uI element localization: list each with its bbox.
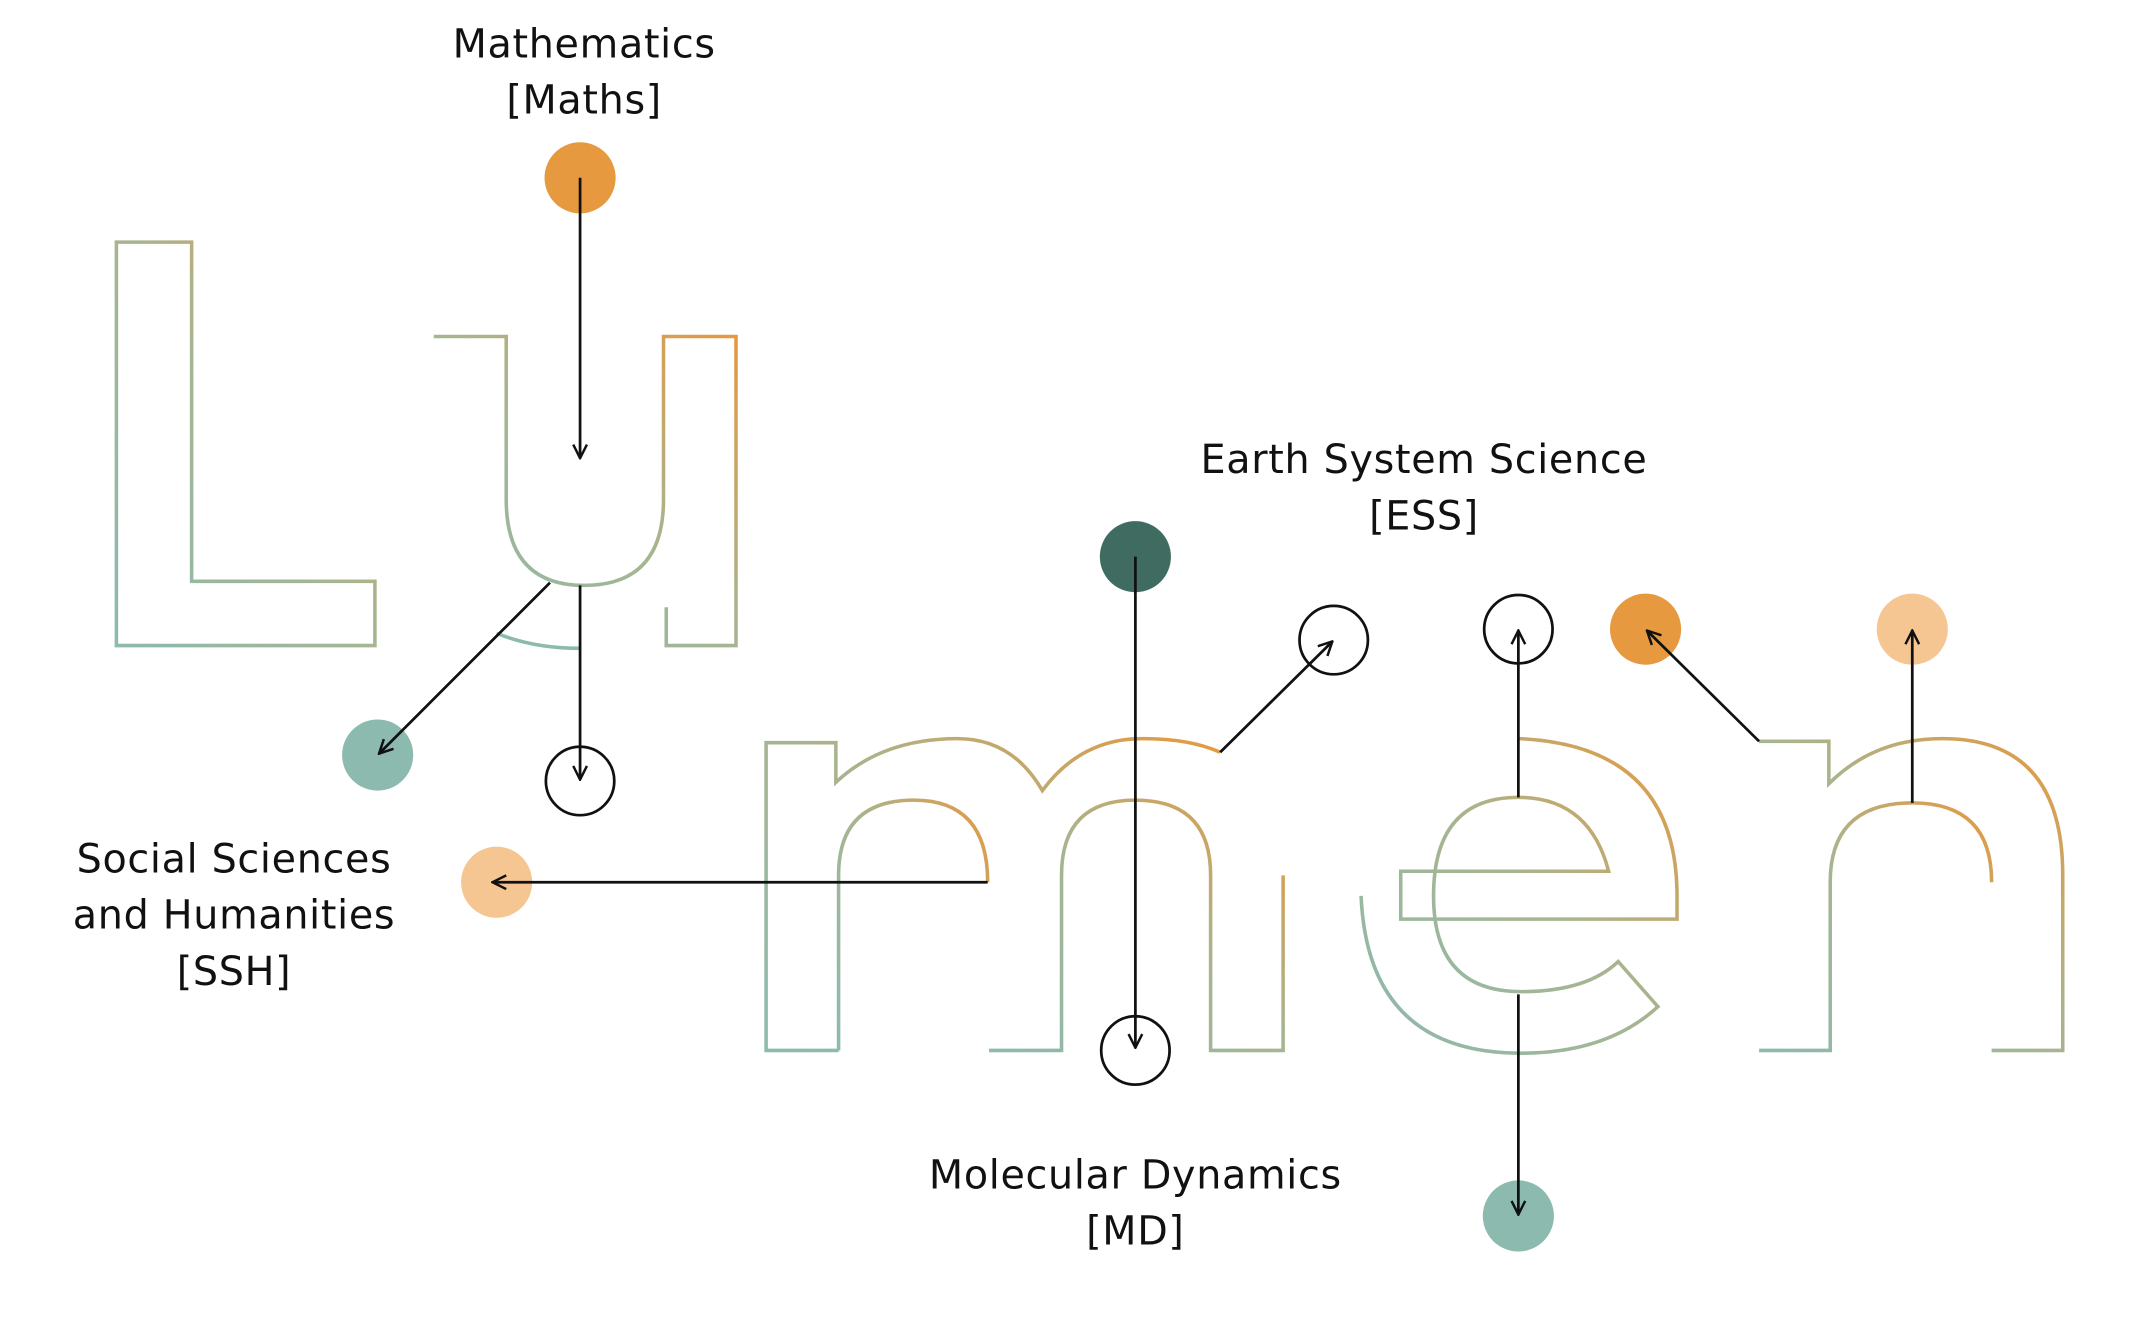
- u-diagonal-arrow: [379, 581, 551, 754]
- ess-label-abbr: [ESS]: [1369, 493, 1479, 539]
- ssh-label-abbr: [SSH]: [177, 949, 292, 995]
- ess-arrow: [1219, 641, 1332, 754]
- letter-n: [1759, 736, 2065, 1053]
- maths-label: Mathematics [Maths]: [453, 21, 716, 124]
- letter-m: [764, 736, 1285, 1053]
- letter-e: [1359, 736, 1679, 1055]
- e-bottom-node-dot: [1482, 1180, 1554, 1252]
- n-right-node-dot: [1876, 593, 1948, 665]
- maths-label-abbr: [Maths]: [506, 78, 662, 124]
- maths-label-name: Mathematics: [453, 21, 716, 67]
- md-label: Molecular Dynamics [MD]: [929, 1153, 1342, 1255]
- ess-label-name: Earth System Science: [1201, 437, 1648, 483]
- md-label-abbr: [MD]: [1086, 1209, 1184, 1255]
- letter-l: [114, 240, 377, 648]
- ess-label: Earth System Science [ESS]: [1201, 437, 1648, 539]
- md-node-dot: [1099, 521, 1171, 593]
- letter-u: [433, 334, 738, 651]
- ssh-label: Social Sciences and Humanities [SSH]: [73, 837, 395, 995]
- ssh-label-line1: Social Sciences: [77, 837, 392, 883]
- n-left-arrow: [1647, 631, 1761, 743]
- md-label-name: Molecular Dynamics: [929, 1153, 1342, 1199]
- ssh-label-line2: and Humanities: [73, 893, 395, 939]
